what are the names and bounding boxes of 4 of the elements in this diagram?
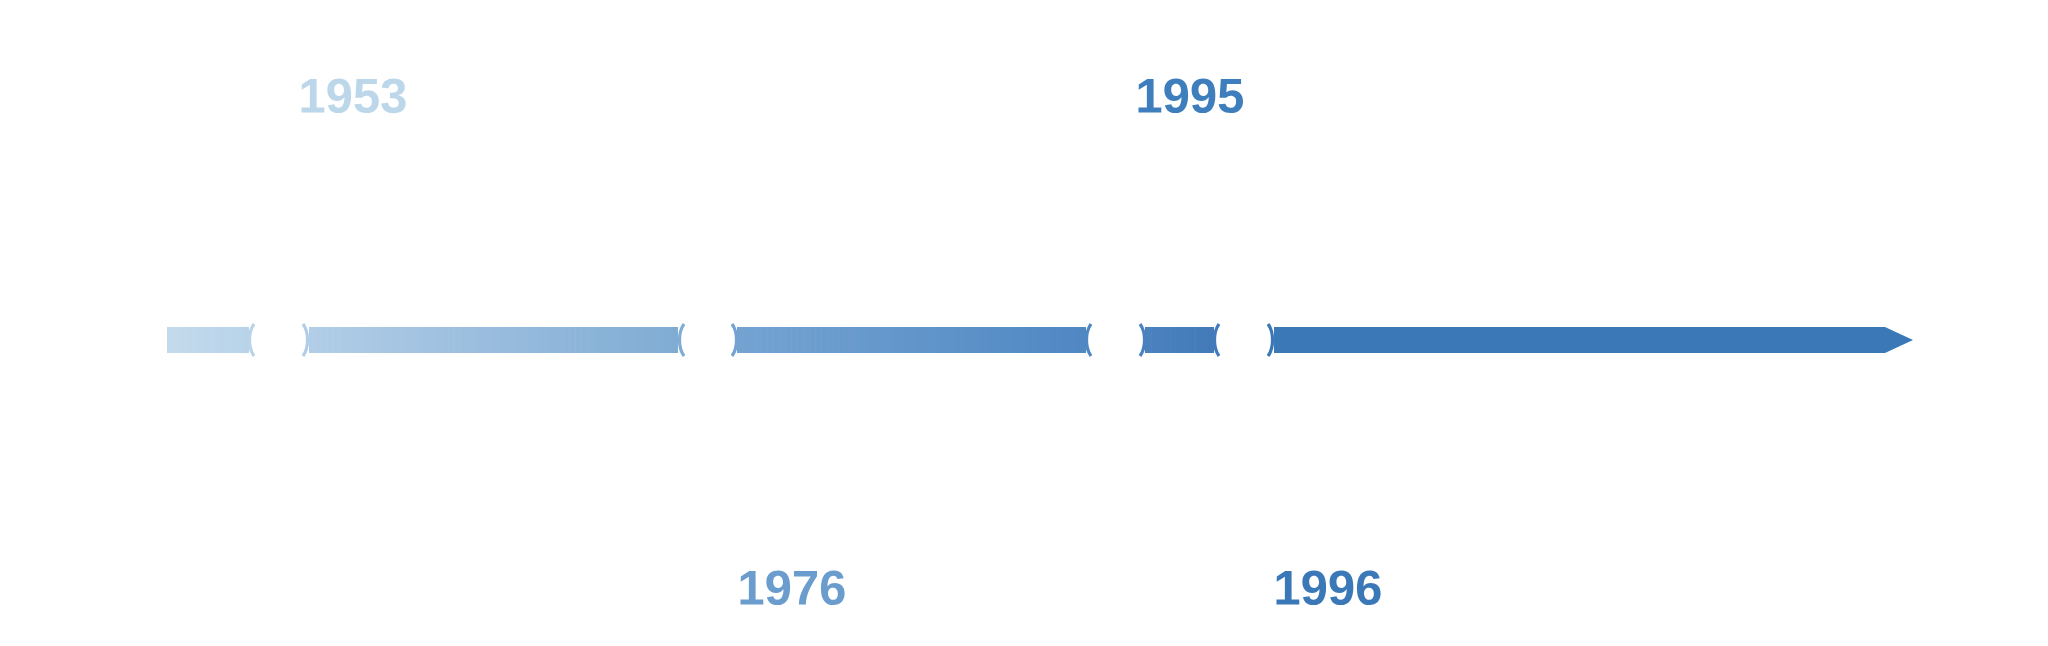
year-label: 1953	[301, 78, 406, 114]
year-label: 1995	[1138, 78, 1244, 114]
year-label: 1976	[740, 570, 845, 606]
year-label: 1996	[1276, 570, 1381, 606]
